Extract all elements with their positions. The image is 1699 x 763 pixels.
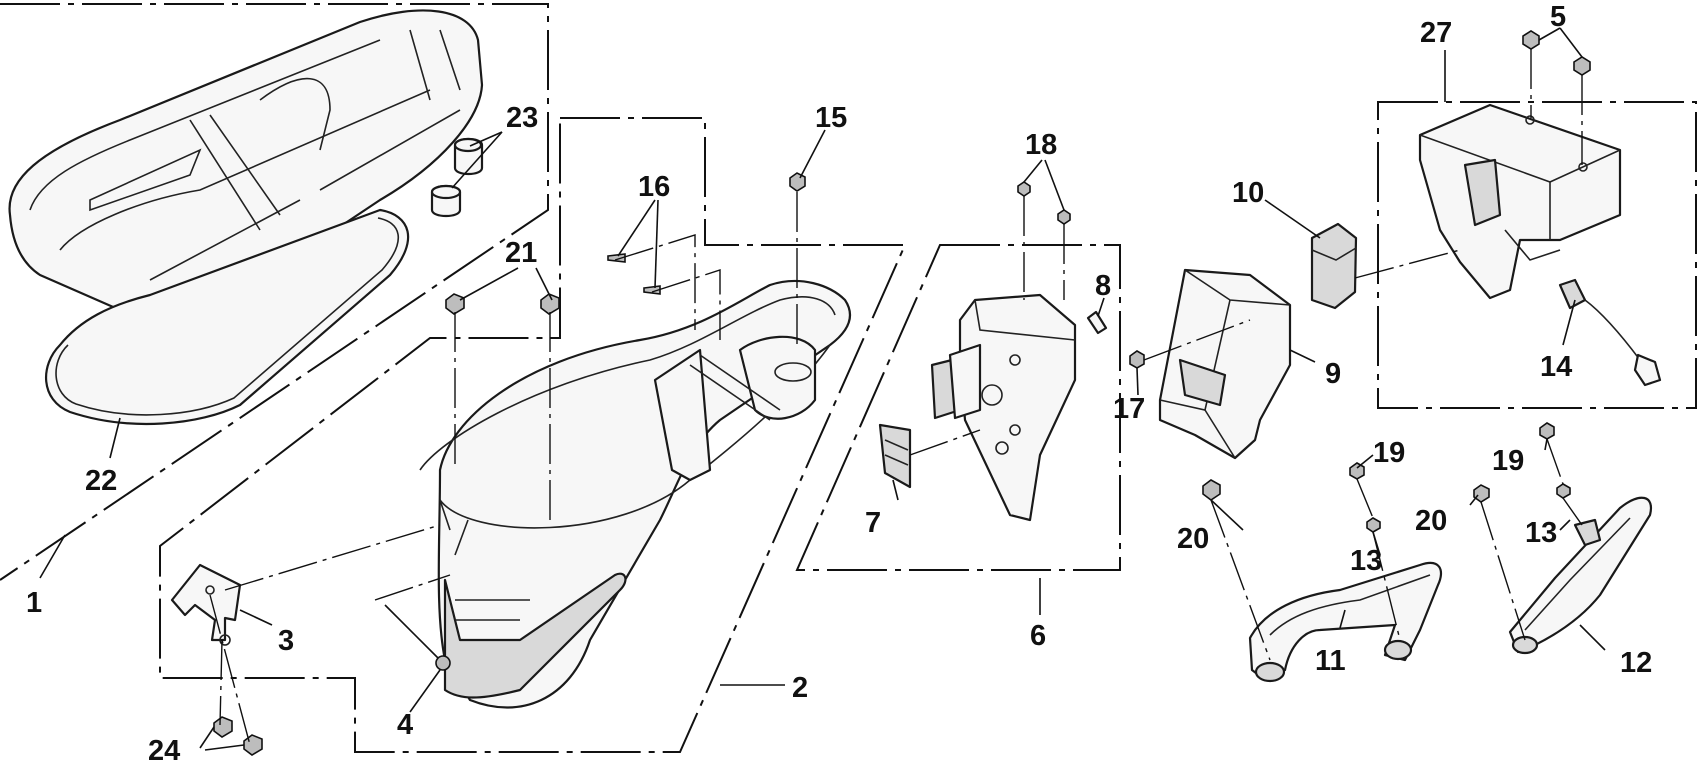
screw-part-18 <box>1017 181 1071 225</box>
screw-part-15 <box>789 172 806 192</box>
callout-11: 11 <box>1315 645 1346 677</box>
callout-17: 17 <box>1113 393 1145 425</box>
frame-group-6 <box>795 244 1121 571</box>
callout-15: 15 <box>815 102 847 134</box>
reflector-part-7 <box>878 423 912 489</box>
callout-24: 24 <box>148 735 180 763</box>
callout-19a: 19 <box>1373 437 1405 469</box>
callout-5: 5 <box>1550 1 1566 33</box>
screw-part-16 <box>607 253 661 295</box>
nut-part-21 <box>445 293 560 315</box>
assembly-lines <box>209 49 1583 746</box>
fasteners-parts-13-19-20 <box>1202 422 1571 533</box>
callout-19b: 19 <box>1492 445 1524 477</box>
cable-part-14 <box>1558 278 1662 387</box>
frame-group-2 <box>159 117 907 753</box>
housing-part-9 <box>1158 268 1292 460</box>
callout-21: 21 <box>505 237 537 269</box>
bracket-part-6 <box>930 293 1077 522</box>
callout-1: 1 <box>26 587 42 619</box>
screw-part-17 <box>1129 350 1145 369</box>
grip-part-12 <box>1508 496 1653 655</box>
callout-9: 9 <box>1325 358 1341 390</box>
frame-group-27 <box>1377 101 1697 409</box>
bolt-part-4 <box>384 604 451 671</box>
callout-3: 3 <box>278 625 294 657</box>
callout-20a: 20 <box>1177 523 1209 555</box>
callout-14: 14 <box>1540 351 1572 383</box>
lock-assembly-part-27 <box>1418 103 1622 300</box>
seat-seal-part-22 <box>45 208 410 426</box>
callout-27: 27 <box>1420 17 1452 49</box>
callout-labels: 1 2 3 4 5 6 7 8 9 10 11 12 13 13 14 15 1… <box>26 1 1652 763</box>
callout-13b: 13 <box>1525 517 1557 549</box>
callout-13a: 13 <box>1350 545 1382 577</box>
frame-group-1 <box>0 3 549 581</box>
callout-16: 16 <box>638 171 670 203</box>
bracket-part-3 <box>170 563 242 646</box>
callout-12: 12 <box>1620 647 1652 679</box>
callout-2: 2 <box>792 672 808 704</box>
callout-22: 22 <box>85 465 117 497</box>
grip-part-11 <box>1248 561 1443 683</box>
callout-4: 4 <box>397 709 413 741</box>
callout-7: 7 <box>865 507 881 539</box>
nut-part-24 <box>213 716 263 756</box>
callout-18: 18 <box>1025 129 1057 161</box>
leader-lines <box>39 27 1606 751</box>
bumper-part-23 <box>430 137 484 218</box>
callout-6: 6 <box>1030 620 1046 652</box>
pin-part-8 <box>1086 310 1108 335</box>
lens-part-10 <box>1310 222 1358 310</box>
callout-10: 10 <box>1232 177 1264 209</box>
callout-23: 23 <box>506 102 538 134</box>
callout-20b: 20 <box>1415 505 1447 537</box>
callout-8: 8 <box>1095 270 1111 302</box>
storage-box-part-2 <box>419 279 852 709</box>
